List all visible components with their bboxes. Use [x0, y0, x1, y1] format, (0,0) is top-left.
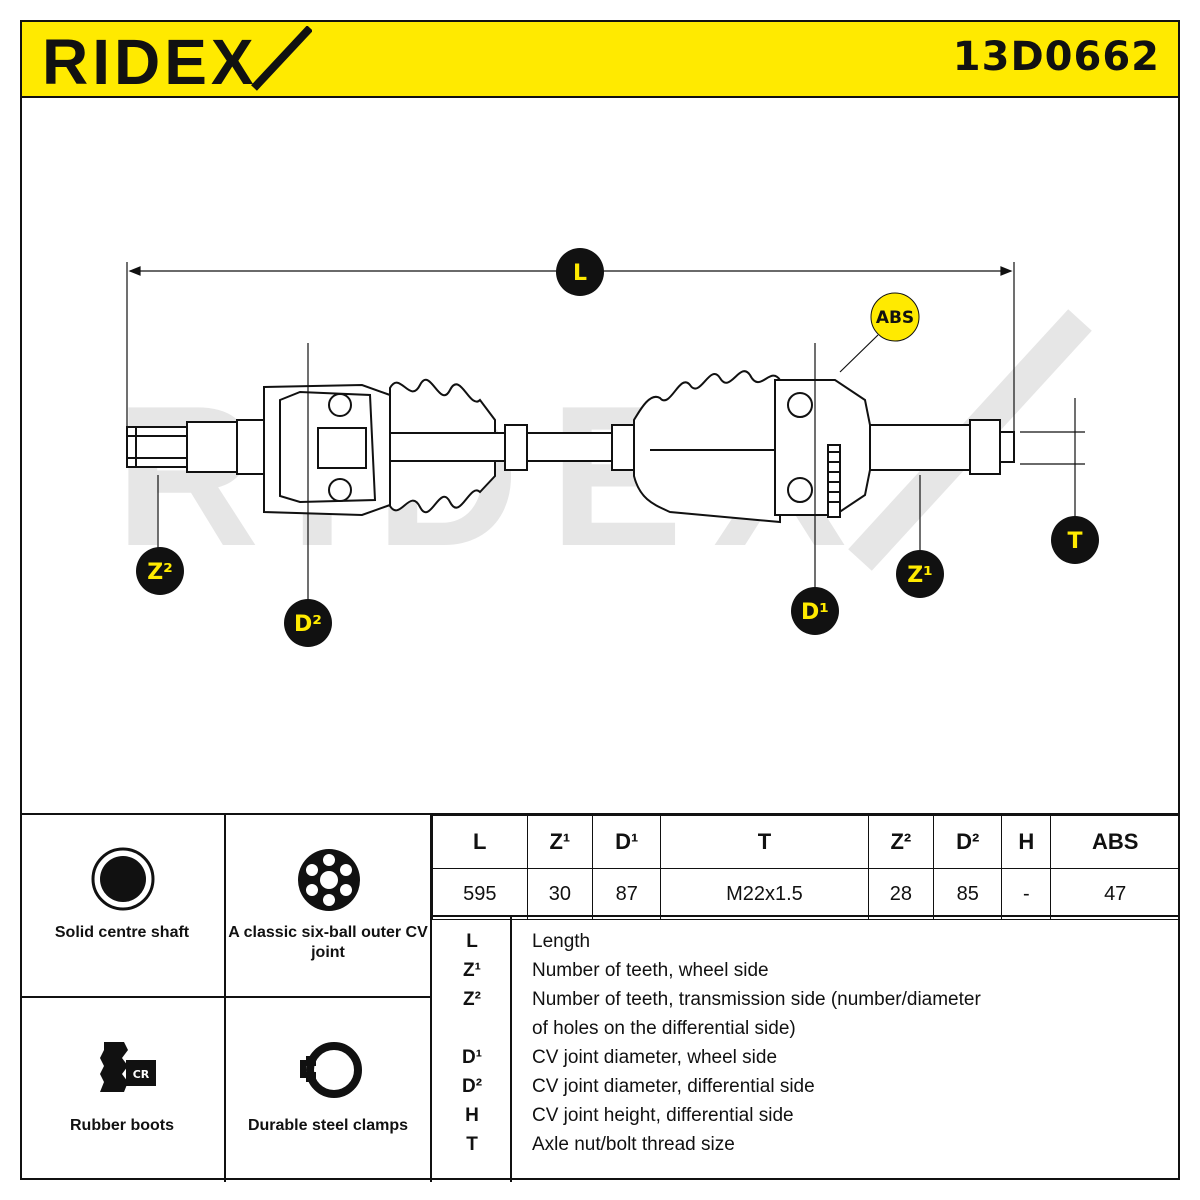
svg-text:L: L	[573, 261, 587, 286]
callout-ABS: ABS	[870, 292, 920, 342]
spec-value: M22x1.5	[660, 868, 869, 920]
feature-label: A classic six-ball outer CV joint	[228, 924, 428, 961]
legend-row: H CV joint height, differential side	[432, 1105, 1180, 1134]
legend-symbol: L	[466, 931, 478, 952]
cr-badge: CR	[133, 1068, 150, 1081]
spec-header: L	[432, 815, 528, 869]
svg-text:Z²: Z²	[147, 560, 173, 585]
legend-row: Z¹ Number of teeth, wheel side	[432, 960, 1180, 989]
legend-row: T Axle nut/bolt thread size	[432, 1134, 1180, 1163]
legend-text: CV joint height, differential side	[532, 1105, 794, 1126]
solid-shaft-icon	[91, 847, 155, 911]
legend-row: D¹ CV joint diameter, wheel side	[432, 1047, 1180, 1076]
legend-text: Axle nut/bolt thread size	[532, 1134, 735, 1155]
rubber-boot-icon: CR	[100, 1042, 156, 1092]
spec-value-row: 595 30 87 M22x1.5 28 85 - 47	[432, 868, 1180, 920]
spec-value: -	[1001, 868, 1052, 920]
legend-text: Number of teeth, wheel side	[532, 960, 769, 981]
callout-L: L	[556, 248, 604, 296]
feature-steel-clamps: Durable steel clamps	[226, 998, 432, 1182]
part-number: 13D0662	[952, 34, 1160, 80]
spec-value: 30	[526, 868, 594, 920]
spec-header: D²	[933, 815, 1003, 869]
legend-symbol: Z¹	[463, 960, 481, 981]
callout-D2: D²	[284, 599, 332, 647]
callout-Z2: Z²	[136, 547, 184, 595]
legend-text: CV joint diameter, differential side	[532, 1076, 815, 1097]
legend-symbol: H	[465, 1105, 479, 1126]
feature-label: Durable steel clamps	[247, 1117, 409, 1134]
driveshaft	[126, 370, 1015, 524]
feature-label: Rubber boots	[70, 1117, 174, 1134]
legend-text: of holes on the differential side)	[532, 1018, 796, 1039]
spec-value: 28	[867, 868, 935, 920]
brand-text: RIDEX	[42, 26, 258, 96]
six-ball-joint-icon	[298, 849, 360, 911]
spec-value: 595	[432, 868, 528, 920]
svg-text:D²: D²	[294, 612, 322, 637]
header-bar: RIDEX 13D0662	[20, 20, 1180, 98]
legend-row: L Length	[432, 931, 1180, 960]
legend-row: D² CV joint diameter, differential side	[432, 1076, 1180, 1105]
legend-text: Length	[532, 931, 591, 952]
content-frame	[20, 98, 1180, 1180]
legend-symbol: D¹	[461, 1047, 483, 1068]
callout-Z1: Z¹	[896, 550, 944, 598]
legend: L Length Z¹ Number of teeth, wheel side …	[432, 915, 1180, 1182]
svg-text:Z¹: Z¹	[907, 563, 933, 588]
legend-symbol: T	[466, 1134, 478, 1155]
spec-header: ABS	[1050, 815, 1180, 869]
legend-text: Number of teeth, transmission side (numb…	[532, 989, 981, 1010]
svg-text:D¹: D¹	[801, 600, 829, 625]
legend-symbol: Z²	[463, 989, 481, 1010]
spec-header: T	[660, 815, 869, 869]
legend-row: of holes on the differential side)	[432, 1018, 1180, 1047]
spec-value: 85	[933, 868, 1003, 920]
driveshaft-diagram: RIDEX	[115, 248, 1099, 647]
feature-label: Solid centre shaft	[54, 924, 190, 941]
legend-symbol-column	[432, 917, 512, 1182]
callout-D1: D¹	[791, 587, 839, 635]
feature-solid-shaft: Solid centre shaft	[20, 815, 226, 998]
spec-header-row: L Z¹ D¹ T Z² D² H ABS	[432, 815, 1180, 869]
callout-T: T	[1051, 516, 1099, 564]
feature-six-ball-joint: A classic six-ball outer CV joint	[226, 815, 432, 998]
spec-table: L Z¹ D¹ T Z² D² H ABS 595 30 87 M22x1.5 …	[432, 815, 1180, 920]
feature-rubber-boots: CR Rubber boots	[20, 998, 226, 1182]
leader-lines	[157, 334, 1085, 600]
spec-value: 87	[592, 868, 662, 920]
spec-value: 47	[1050, 868, 1180, 920]
legend-symbol: D²	[461, 1076, 483, 1097]
legend-row: Z² Number of teeth, transmission side (n…	[432, 989, 1180, 1018]
svg-text:T: T	[1067, 529, 1082, 554]
spec-header: H	[1001, 815, 1052, 869]
spec-header: Z²	[867, 815, 935, 869]
steel-clamp-icon	[300, 1042, 362, 1098]
legend-text: CV joint diameter, wheel side	[532, 1047, 778, 1068]
specs-section: Solid centre shaft A classic six-ball ou…	[20, 813, 1180, 1182]
svg-text:ABS: ABS	[876, 308, 914, 328]
ridex-logo: RIDEX	[42, 26, 312, 96]
spec-header: Z¹	[526, 815, 594, 869]
spec-header: D¹	[592, 815, 662, 869]
